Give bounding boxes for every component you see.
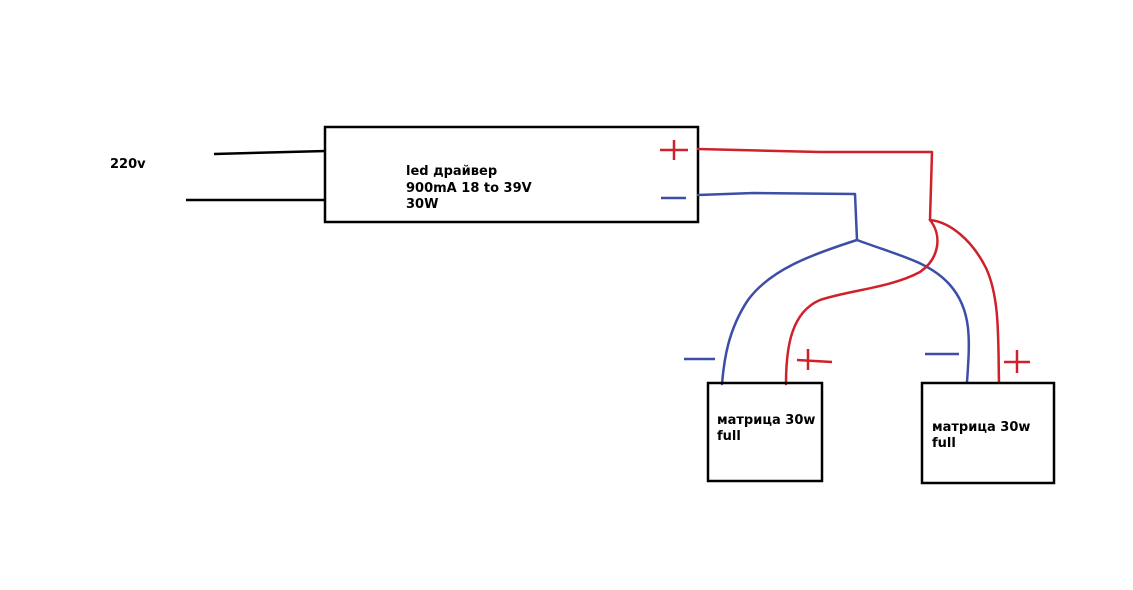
right-matrix-plus-sign xyxy=(1004,350,1030,373)
led-driver-box xyxy=(323,125,700,224)
input-voltage-label: 220v xyxy=(110,157,146,172)
driver-label-line1: led драйвер xyxy=(406,164,497,179)
left-matrix-label-line2: full xyxy=(717,429,741,444)
negative-wiring xyxy=(696,191,971,386)
driver-label-line3: 30W xyxy=(406,197,438,212)
right-matrix-box xyxy=(920,381,1056,485)
positive-wire-right-matrix xyxy=(928,218,1001,384)
left-matrix-label-line1: матрица 30w xyxy=(717,413,815,428)
right-matrix-label-line2: full xyxy=(932,436,956,451)
ac-wire-top xyxy=(213,149,327,156)
driver-plus-sign xyxy=(660,140,688,160)
right-matrix-label-line1: матрица 30w xyxy=(932,420,1030,435)
negative-wire-left-matrix xyxy=(720,238,859,386)
driver-label-line2: 900mA 18 to 39V xyxy=(406,181,532,196)
positive-wiring xyxy=(696,147,1001,386)
negative-main-wire xyxy=(696,191,859,242)
left-matrix-plus-sign xyxy=(796,349,833,370)
positive-wire-left-matrix xyxy=(784,218,939,386)
left-matrix-box xyxy=(706,381,824,483)
positive-main-wire xyxy=(696,147,934,222)
negative-wire-right-matrix xyxy=(855,238,971,384)
ac-input-wires xyxy=(186,149,327,202)
